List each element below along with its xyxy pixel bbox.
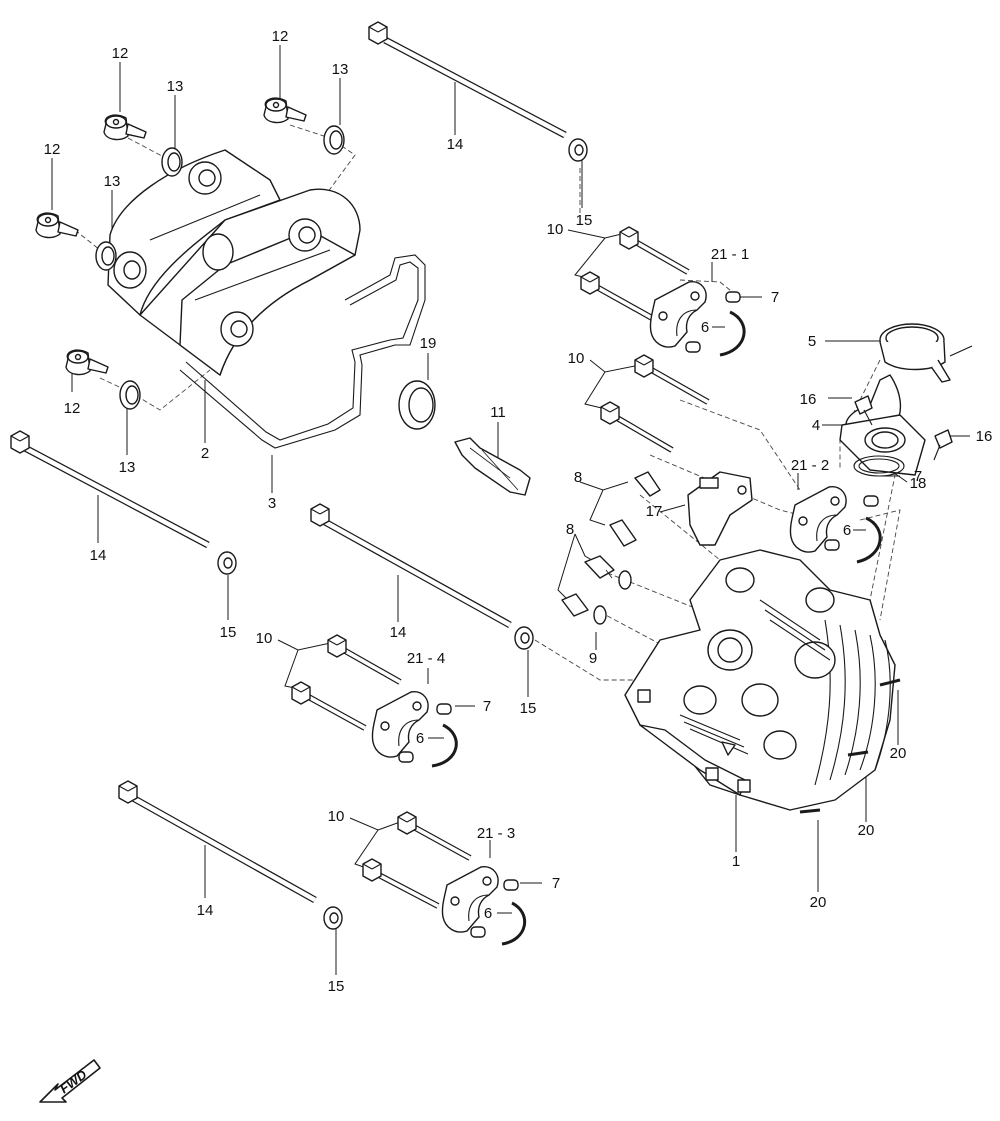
callout-10: 10 <box>568 350 585 367</box>
callout-6: 6 <box>416 730 424 747</box>
plug-seal-ring <box>398 380 436 430</box>
callout-7: 7 <box>914 468 922 485</box>
callout-9: 9 <box>589 650 597 667</box>
callout-10: 10 <box>256 630 273 647</box>
callout-15: 15 <box>220 624 237 641</box>
cam-holder <box>609 471 753 547</box>
callout-12: 12 <box>272 28 289 45</box>
callout-6: 6 <box>843 522 851 539</box>
callout-14: 14 <box>390 624 407 641</box>
callout-20: 20 <box>858 822 875 839</box>
callout-7: 7 <box>483 698 491 715</box>
callout-10: 10 <box>547 221 564 238</box>
callout-11: 11 <box>490 404 506 421</box>
callout-1: 1 <box>732 853 740 870</box>
callout-16: 16 <box>800 391 817 408</box>
forward-direction-arrow-icon: FWD <box>39 1059 101 1103</box>
callout-21-1: 21 - 1 <box>711 246 749 263</box>
callout-8: 8 <box>566 521 574 538</box>
intake-assembly <box>839 323 973 477</box>
cam-clamp-set <box>371 281 882 946</box>
callout-6: 6 <box>701 319 709 336</box>
callout-21-3: 21 - 3 <box>477 825 515 842</box>
short-bolt-set <box>291 226 710 909</box>
callout-15: 15 <box>576 212 593 229</box>
long-bolt-set <box>10 21 567 904</box>
callout-20: 20 <box>810 894 827 911</box>
callout-13: 13 <box>104 173 121 190</box>
callout-20: 20 <box>890 745 907 762</box>
callout-12: 12 <box>64 400 81 417</box>
callout-14: 14 <box>197 902 214 919</box>
callout-13: 13 <box>332 61 349 78</box>
valve-cover <box>107 149 361 376</box>
callout-13: 13 <box>119 459 136 476</box>
callout-7: 7 <box>552 875 560 892</box>
callout-5: 5 <box>808 333 816 350</box>
callout-21-4: 21 - 4 <box>407 650 445 667</box>
callout-labels: 12 12 12 12 13 13 13 13 14 14 14 14 15 1… <box>44 28 993 995</box>
callout-17: 17 <box>646 503 663 520</box>
callout-8: 8 <box>574 469 582 486</box>
callout-12: 12 <box>112 45 129 62</box>
cover-gasket <box>179 254 426 449</box>
callout-12: 12 <box>44 141 61 158</box>
callout-14: 14 <box>90 547 107 564</box>
callout-15: 15 <box>520 700 537 717</box>
callout-15: 15 <box>328 978 345 995</box>
callout-6: 6 <box>484 905 492 922</box>
small-bolt-set <box>561 555 632 625</box>
callout-14: 14 <box>447 136 464 153</box>
callout-7: 7 <box>771 289 779 306</box>
callout-10: 10 <box>328 808 345 825</box>
callout-3: 3 <box>268 495 276 512</box>
callout-18: 18 <box>910 475 927 492</box>
cylinder-head <box>624 549 901 814</box>
callout-2: 2 <box>201 445 209 462</box>
callout-4: 4 <box>812 417 820 434</box>
callout-19: 19 <box>420 335 437 352</box>
callout-13: 13 <box>167 78 184 95</box>
callout-16: 16 <box>976 428 993 445</box>
spark-plug <box>454 437 531 496</box>
callout-21-2: 21 - 2 <box>791 457 829 474</box>
